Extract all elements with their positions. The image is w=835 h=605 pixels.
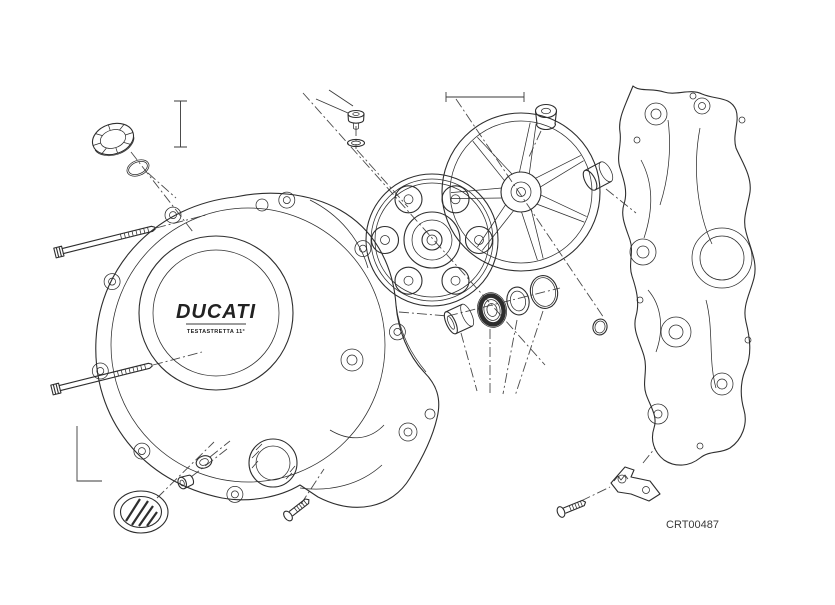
circlip <box>529 275 559 309</box>
cover-port <box>248 438 298 488</box>
ducati-logo: DUCATI TESTASTRETTA 11° <box>138 235 294 391</box>
special-screw <box>347 109 365 130</box>
oil-filler-cap <box>91 122 135 157</box>
crankcase-half <box>618 85 756 466</box>
clutch-spring-retainer <box>365 173 499 307</box>
diagram-code: CRT00487 <box>666 519 719 531</box>
spoked-cover-plate <box>441 112 601 272</box>
inspection-plug <box>534 103 558 131</box>
sensor-bracket <box>610 466 661 502</box>
leader-lines <box>130 92 656 505</box>
drain-plug <box>177 474 195 490</box>
clutch-cover: DUCATI TESTASTRETTA 11° <box>91 191 440 508</box>
rubber-cap <box>113 490 169 534</box>
cover-screw <box>283 498 310 522</box>
thrust-washer <box>506 286 530 316</box>
small-o-ring <box>592 318 608 336</box>
oil-cap-o-ring <box>126 159 150 177</box>
retainer-lobes <box>370 185 494 295</box>
sealing-washer <box>195 455 213 469</box>
cover-logo-text: DUCATI <box>176 301 256 323</box>
bracket-screw <box>556 499 587 518</box>
cover-logo-subtext: TESTASTRETTA 11° <box>187 329 245 335</box>
bearing <box>476 292 508 328</box>
cover-bolt-long-2 <box>50 362 153 396</box>
dimension-marks <box>76 89 525 482</box>
cover-bolt-long-1 <box>53 225 156 259</box>
spokes <box>450 122 587 261</box>
spacer-sleeve <box>443 303 475 335</box>
screw-washer <box>346 138 366 148</box>
spacer-bushing <box>582 161 614 191</box>
